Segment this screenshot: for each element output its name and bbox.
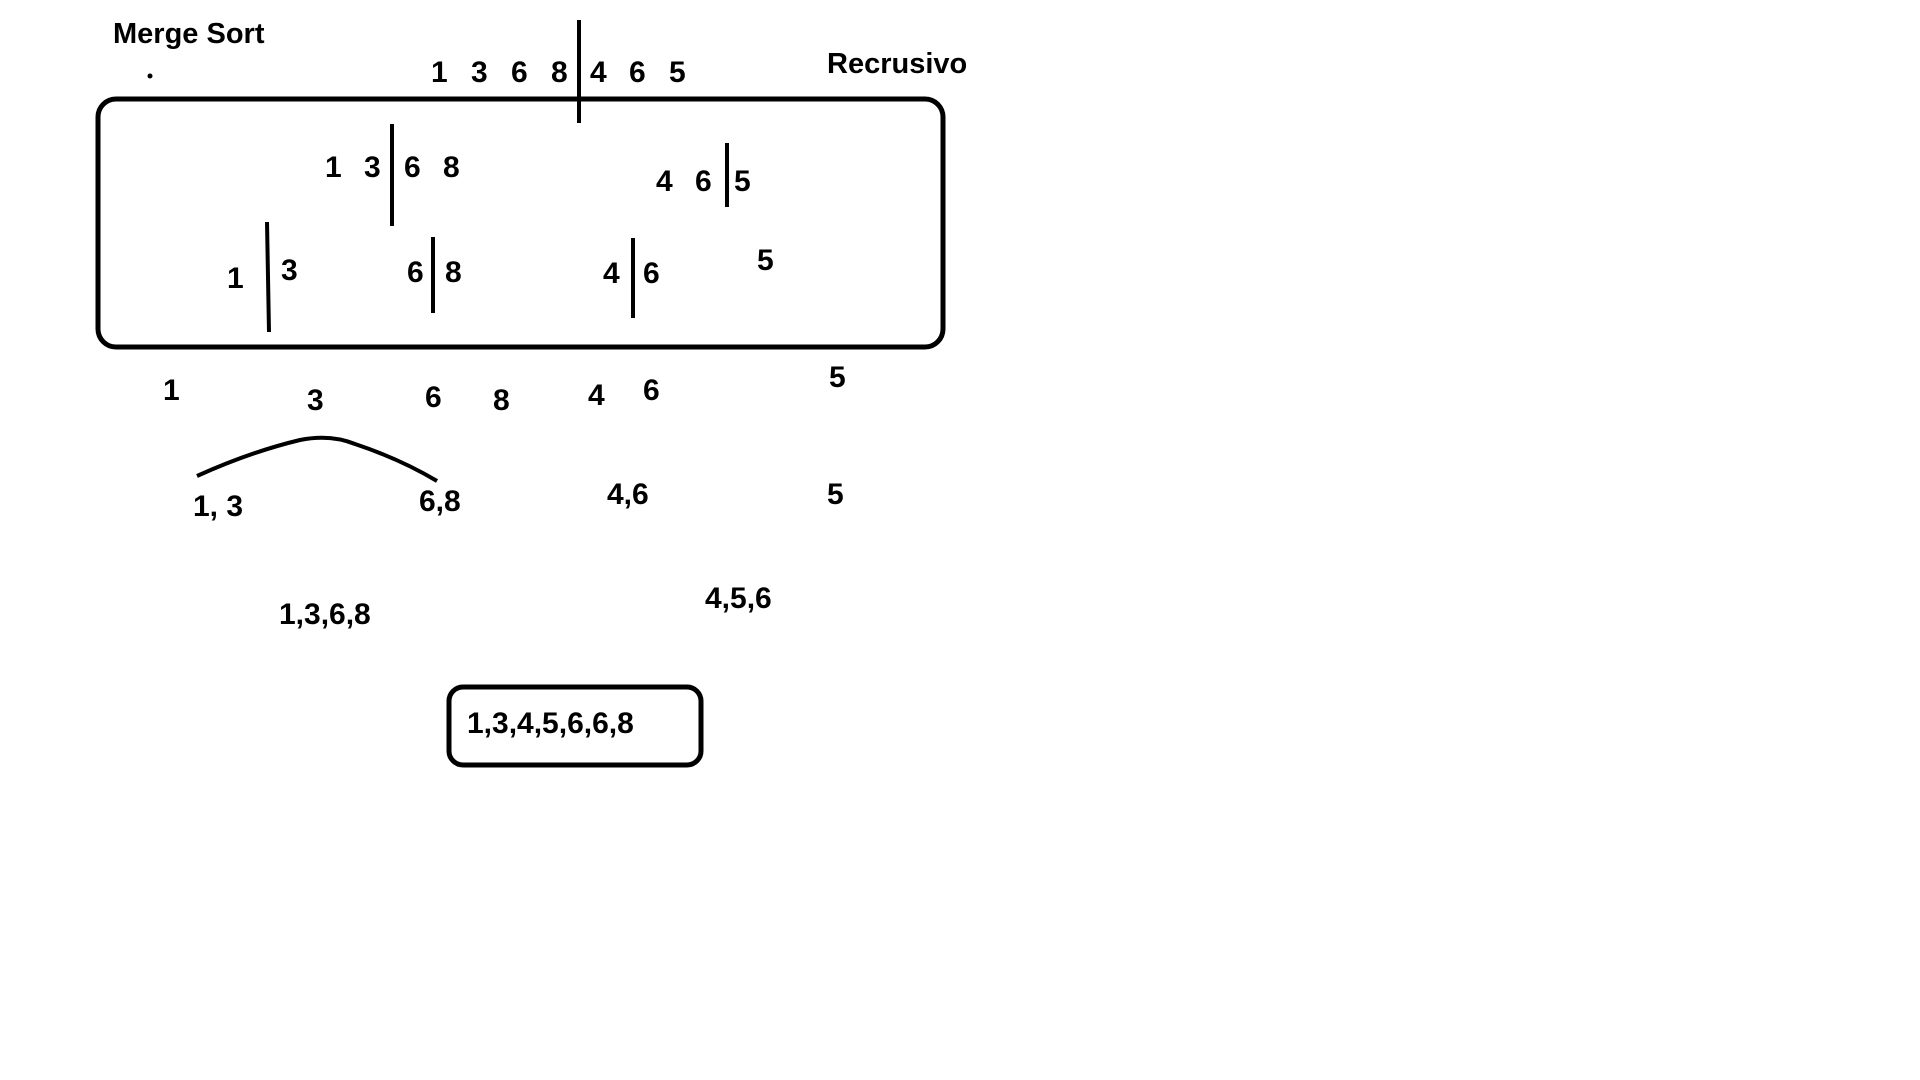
split-item: 5 [757,244,774,277]
split-item: 3 [281,254,298,287]
input-item: 6 [511,56,528,89]
singleton-item: 4 [588,379,605,412]
divider-pair-1-3 [265,221,271,333]
merge-item: 4,5,6 [705,582,772,615]
input-item: 4 [590,56,607,89]
singleton-item: 6 [425,381,442,414]
diagram-title: Merge Sort [113,18,265,50]
input-item: 8 [551,56,568,89]
stray-dot [147,73,153,79]
split-item: 4 [656,165,673,198]
split-item: 3 [364,151,381,184]
result-box [446,684,704,768]
split-item: 8 [443,151,460,184]
singleton-item: 5 [829,361,846,394]
singleton-item: 1 [163,374,180,407]
merge-item: 6,8 [419,485,461,518]
split-item: 6 [695,165,712,198]
singleton-item: 8 [493,384,510,417]
sorted-result: 1,3,4,5,6,6,8 [467,707,634,740]
input-item: 5 [669,56,686,89]
split-item: 6 [407,256,424,289]
split-item: 1 [227,262,244,295]
merge-arc [196,435,439,483]
merge-item: 1,3,6,8 [279,598,371,631]
split-item: 8 [445,256,462,289]
recursion-box [95,96,946,350]
input-item: 3 [471,56,488,89]
singleton-item: 6 [643,374,660,407]
split-item: 4 [603,257,620,290]
input-item: 1 [431,56,448,89]
recursive-label: Recrusivo [827,48,968,80]
input-item: 6 [629,56,646,89]
merge-item: 1, 3 [193,490,244,523]
split-item: 6 [643,257,660,290]
split-item: 1 [325,151,342,184]
split-item: 5 [734,165,751,198]
singleton-item: 3 [307,384,324,417]
merge-item: 4,6 [607,478,649,511]
merge-item: 5 [827,478,844,511]
split-item: 6 [404,151,421,184]
